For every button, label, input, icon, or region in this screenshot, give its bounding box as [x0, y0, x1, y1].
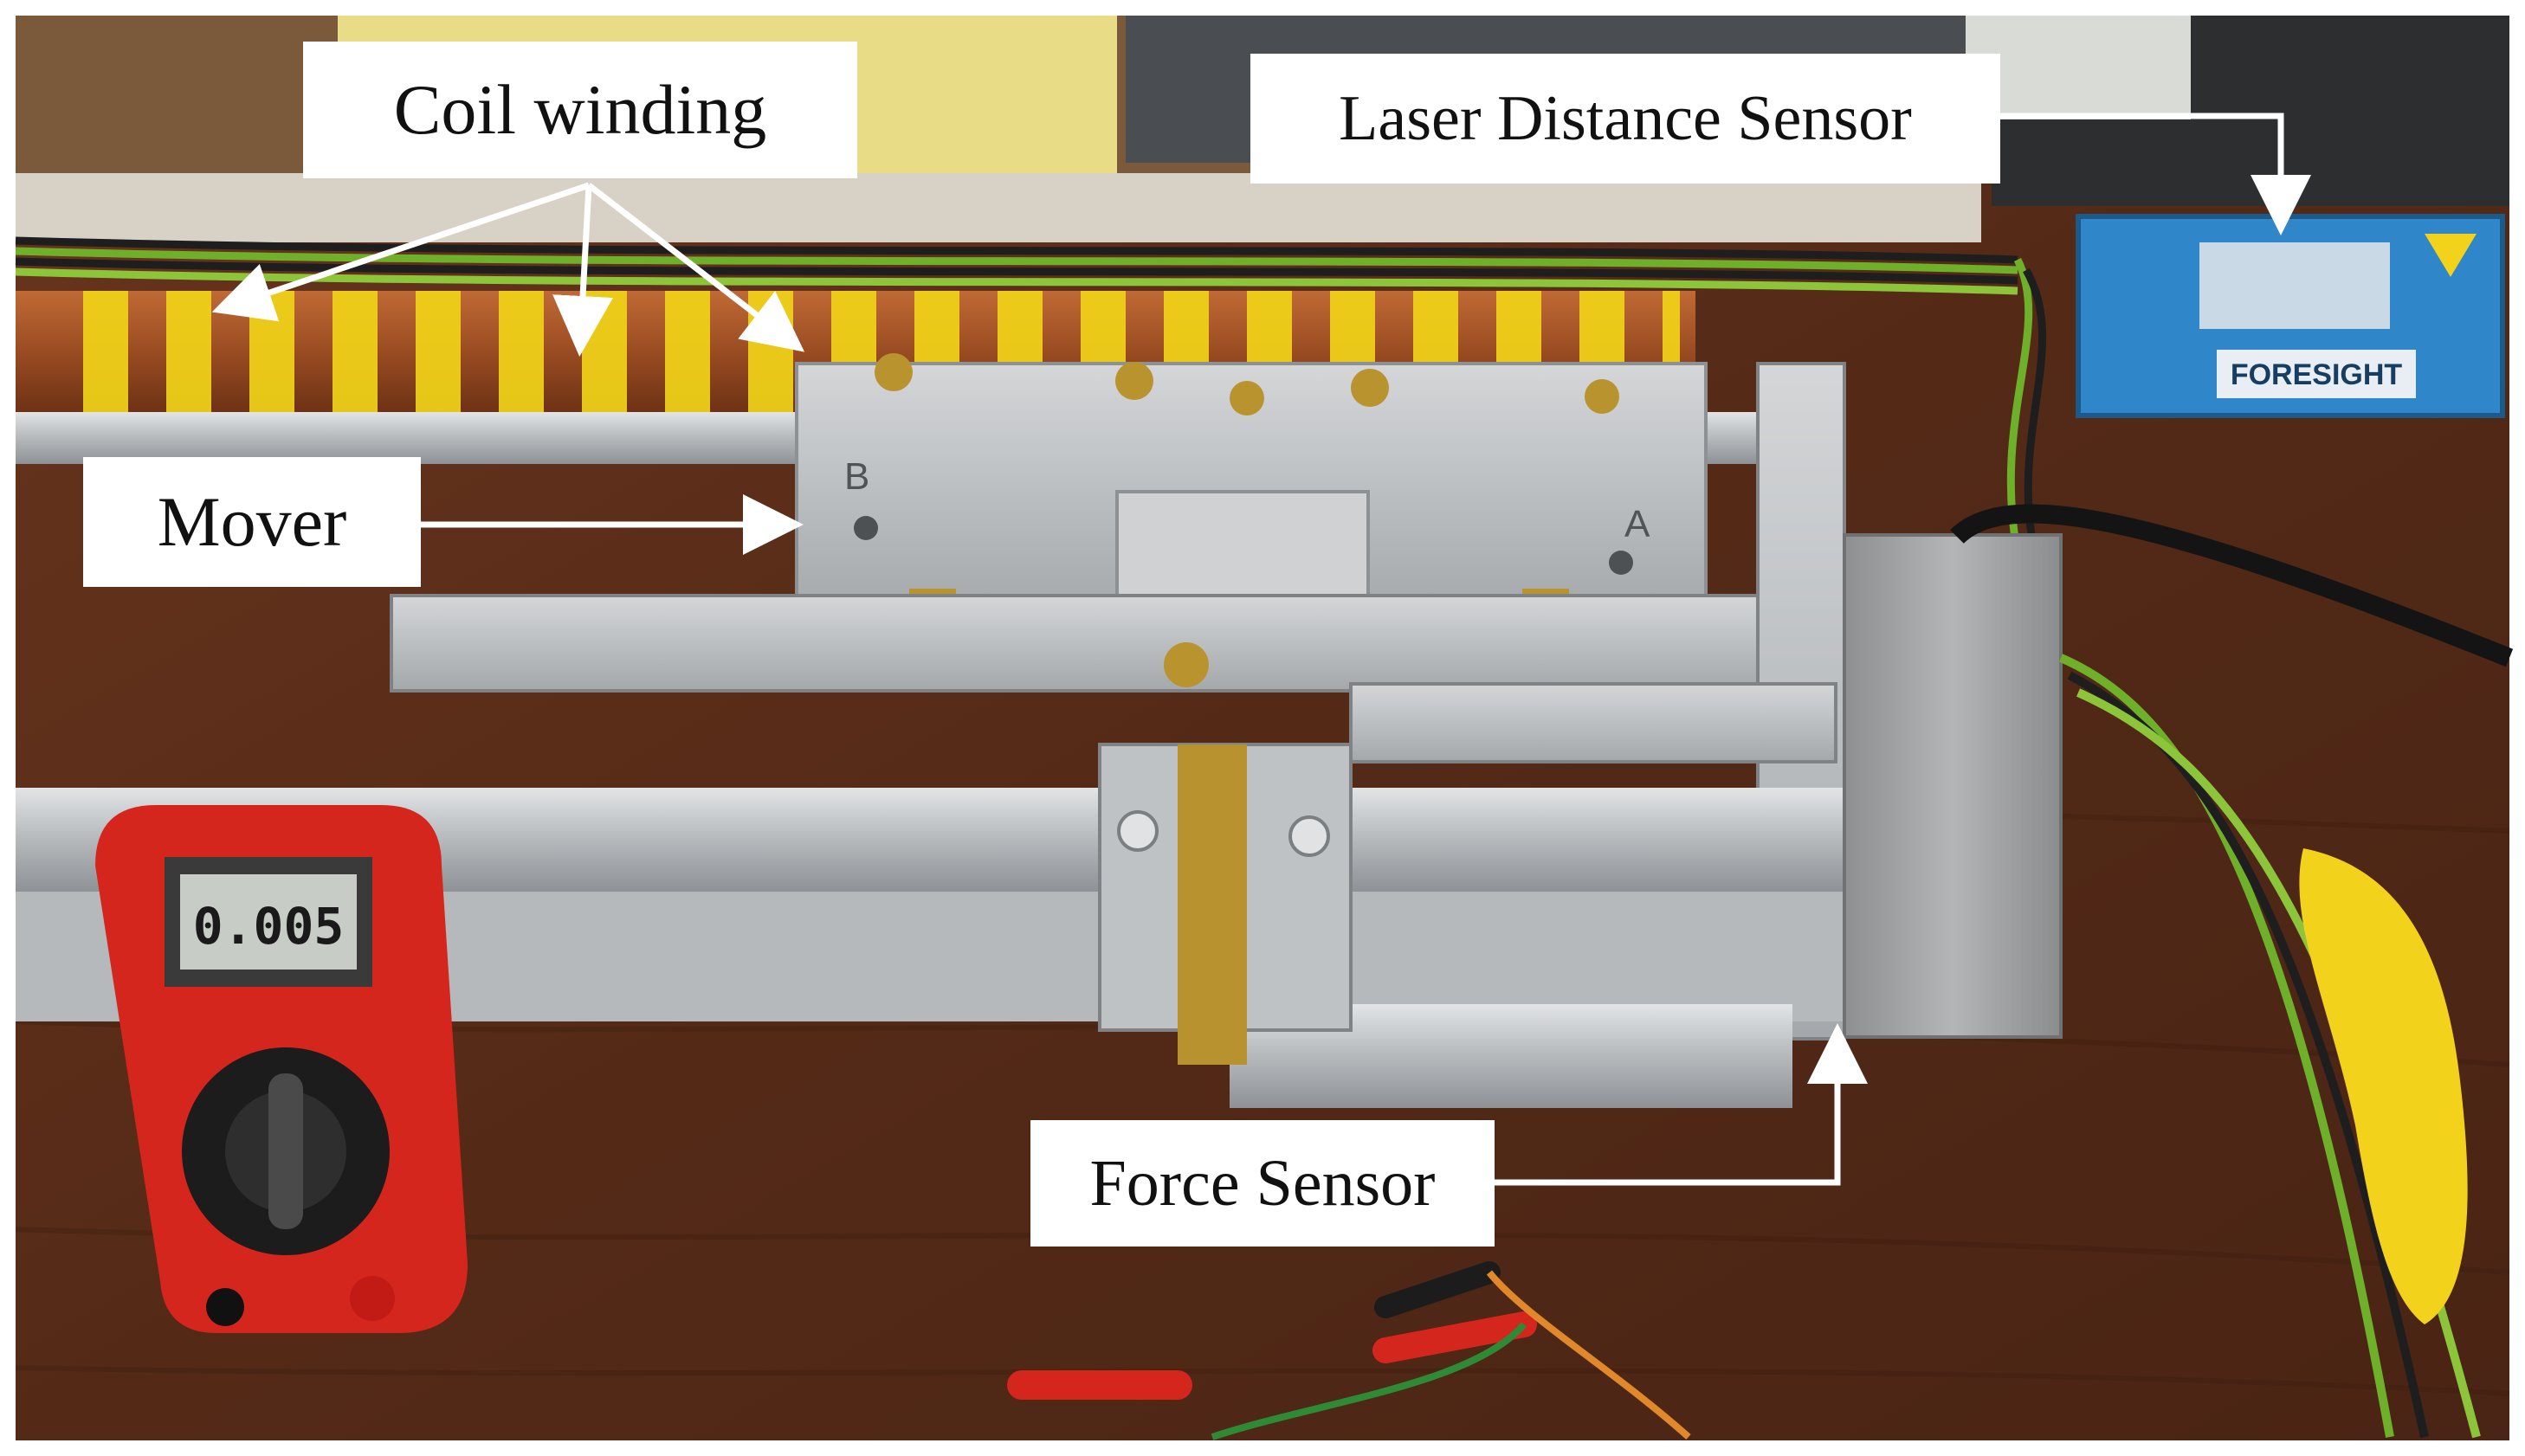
mover-mark-left: B	[844, 455, 869, 498]
force-sensor-label: Force Sensor	[1030, 1120, 1495, 1247]
mover-mark-right: A	[1624, 503, 1650, 545]
sensor-brand-text: FORESIGHT	[2231, 358, 2403, 391]
laser-distance-sensor-label: Laser Distance Sensor	[1250, 54, 2000, 184]
multimeter-reading: 0.005	[193, 897, 345, 956]
mover-label: Mover	[83, 457, 421, 587]
coil-winding-label: Coil winding	[303, 42, 857, 178]
